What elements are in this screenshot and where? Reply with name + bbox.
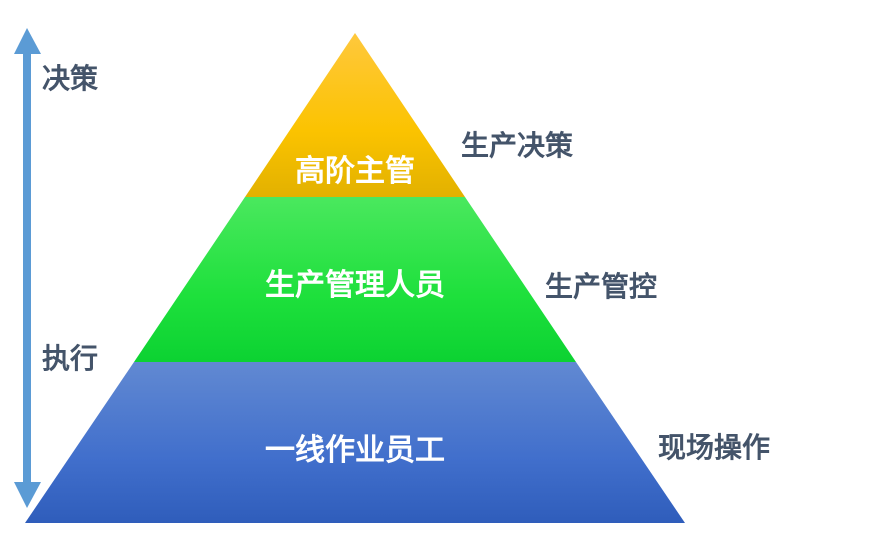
tier-top-shape — [245, 33, 465, 197]
tier-bottom-shape — [25, 362, 685, 523]
axis-top-label: 决策 — [42, 62, 99, 95]
tier-middle-shape — [134, 197, 576, 362]
tier-top-label: 高阶主管 — [295, 154, 415, 189]
double-arrow-icon — [14, 28, 41, 508]
axis-bottom-label: 执行 — [42, 342, 99, 375]
tier-bottom-role: 现场操作 — [658, 431, 771, 464]
tier-top-role: 生产决策 — [461, 129, 574, 162]
tier-middle-role: 生产管控 — [545, 270, 658, 303]
tier-bottom-label: 一线作业员工 — [265, 433, 445, 468]
tier-middle-label: 生产管理人员 — [265, 268, 445, 303]
